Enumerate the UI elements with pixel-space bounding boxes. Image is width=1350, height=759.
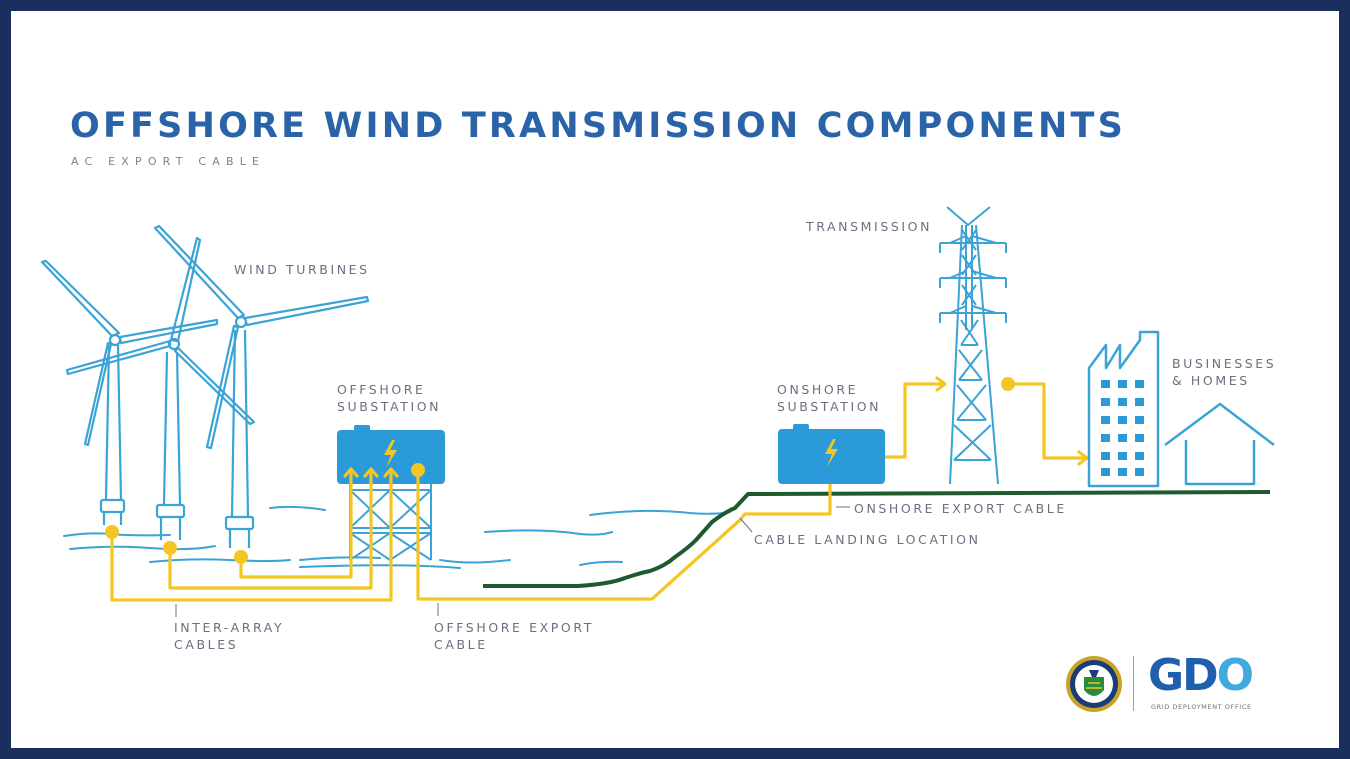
gdo-logo-o: O — [1216, 650, 1254, 701]
label-inter-array-line1: INTER-ARRAY — [174, 620, 285, 635]
page-title: OFFSHORE WIND TRANSMISSION COMPONENTS — [70, 106, 1127, 146]
gdo-logo-gd: GD — [1148, 650, 1219, 701]
label-onshore-substation: ONSHORE SUBSTATION — [777, 381, 881, 415]
cables — [110, 376, 1089, 602]
wind-turbine-icon — [40, 224, 370, 548]
label-inter-array-cables: INTER-ARRAY CABLES — [174, 619, 284, 653]
label-businesses-homes: BUSINESSES & HOMES — [1172, 355, 1276, 389]
label-businesses-line2: & HOMES — [1172, 373, 1250, 388]
leader-lines — [175, 506, 850, 617]
label-transmission: TRANSMISSION — [806, 219, 933, 234]
diagram-panel — [11, 11, 1339, 748]
label-wind-turbines: WIND TURBINES — [234, 262, 370, 277]
gdo-logo: GDO — [1148, 650, 1254, 701]
factory-building-icon — [1087, 330, 1160, 488]
label-onshore-export-cable: ONSHORE EXPORT CABLE — [854, 501, 1067, 516]
gdo-logo-subtitle: GRID DEPLOYMENT OFFICE — [1151, 703, 1252, 711]
label-offshore-export-cable: OFFSHORE EXPORT CABLE — [434, 619, 594, 653]
house-icon — [1164, 402, 1275, 486]
label-cable-landing-location: CABLE LANDING LOCATION — [754, 532, 981, 547]
transmission-tower-icon — [939, 206, 1007, 485]
label-onshore-substation-line2: SUBSTATION — [777, 399, 882, 414]
logo-divider — [1133, 656, 1134, 711]
onshore-substation-icon — [778, 424, 885, 484]
label-businesses-line1: BUSINESSES — [1172, 356, 1277, 371]
label-offshore-export-line1: OFFSHORE EXPORT — [434, 620, 594, 635]
ground-seabed-line — [483, 490, 1271, 588]
label-onshore-substation-line1: ONSHORE — [777, 382, 859, 397]
label-inter-array-line2: CABLES — [174, 637, 239, 652]
label-offshore-export-line2: CABLE — [434, 637, 488, 652]
label-offshore-substation-line1: OFFSHORE — [337, 382, 426, 397]
label-offshore-substation-line2: SUBSTATION — [337, 399, 442, 414]
label-offshore-substation: OFFSHORE SUBSTATION — [337, 381, 441, 415]
doe-seal-icon — [1066, 656, 1122, 712]
page-subtitle: AC EXPORT CABLE — [71, 155, 266, 168]
